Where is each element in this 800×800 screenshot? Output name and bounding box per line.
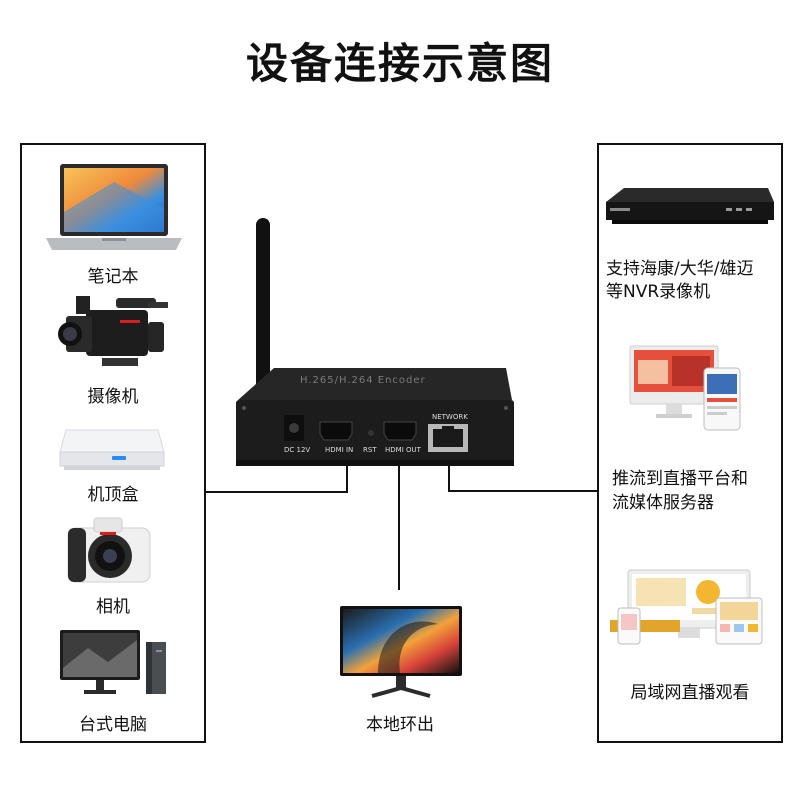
device-model-text: H.265/H.264 Encoder: [300, 375, 426, 386]
connector-right-horizontal: [448, 490, 597, 492]
source-label-laptop: 笔记本: [87, 267, 139, 287]
source-label-desktop-computer: 台式电脑: [79, 715, 147, 735]
source-label-camcorder: 摄像机: [87, 387, 139, 407]
output-label-lan: 局域网直播观看: [630, 683, 750, 703]
output-label-nvr-line1: 支持海康/大华/雄迈: [606, 259, 754, 279]
nvr-icon: [606, 188, 774, 224]
streaming-screens-icon: [629, 345, 741, 431]
page-title: 设备连接示意图: [245, 39, 554, 88]
camera-icon: [67, 517, 151, 583]
source-label-set-top-box: 机顶盒: [87, 485, 139, 505]
connector-left-horizontal: [206, 491, 348, 493]
monitor-icon: [340, 606, 462, 698]
port-label-network: NETWORK: [432, 413, 468, 421]
source-label-camera: 相机: [96, 597, 130, 617]
connector-network-vertical: [448, 462, 450, 492]
laptop-icon: [46, 164, 182, 250]
connector-hdmi-in-vertical: [346, 462, 348, 493]
output-targets-panel: [597, 143, 783, 743]
output-label-streaming-line1: 推流到直播平台和: [612, 469, 748, 489]
lan-devices-icon: [610, 569, 763, 645]
antenna: [256, 218, 270, 396]
monitor-label: 本地环出: [366, 715, 434, 735]
port-label-rst: RST: [363, 446, 377, 454]
port-label-hdmi-out: HDMI OUT: [385, 446, 421, 454]
output-label-nvr-line2: 等NVR录像机: [606, 282, 711, 302]
output-label-streaming-line2: 流媒体服务器: [612, 493, 714, 513]
connector-hdmi-out-vertical: [398, 462, 400, 590]
port-label-dc: DC 12V: [284, 446, 311, 454]
camcorder-icon: [58, 296, 168, 366]
port-label-hdmi-in: HDMI IN: [325, 446, 354, 454]
encoder-device: [236, 218, 514, 466]
set-top-box-icon: [59, 429, 165, 470]
desktop-computer-icon: [60, 630, 166, 694]
